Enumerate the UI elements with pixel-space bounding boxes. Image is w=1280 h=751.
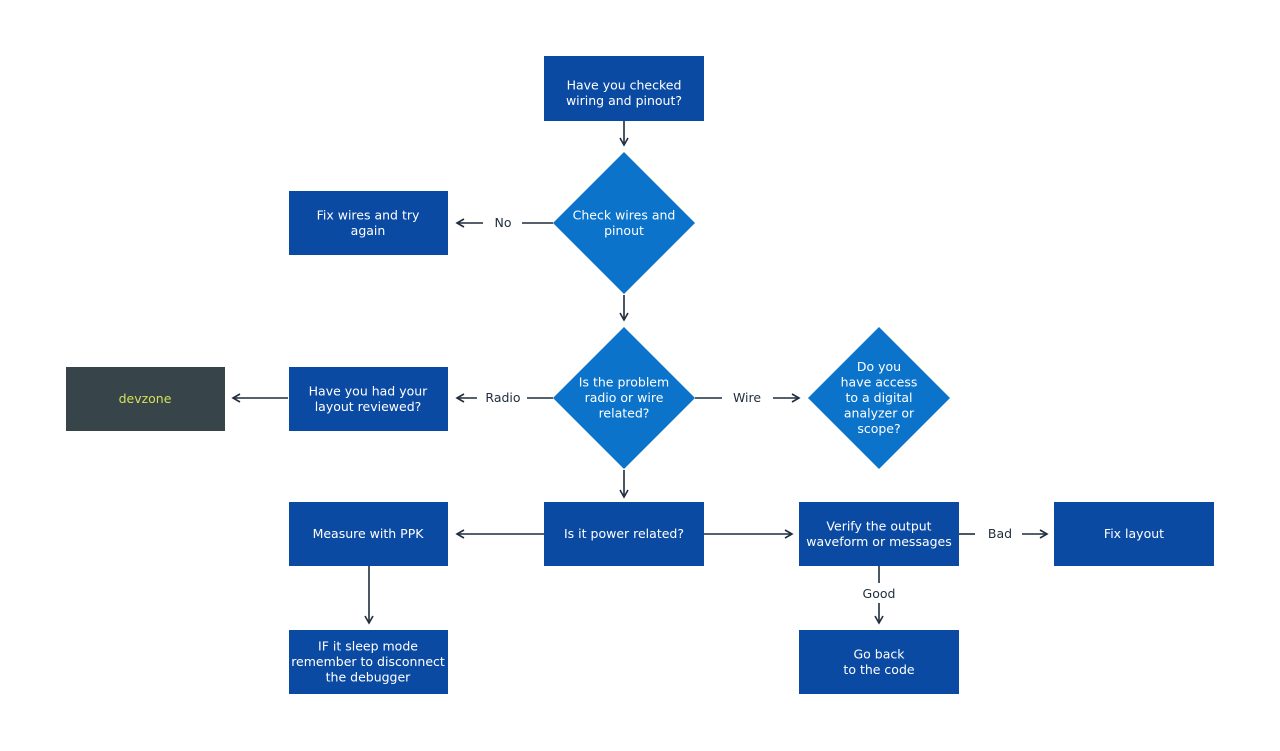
node-check-wires-diamond bbox=[553, 152, 695, 294]
node-sleep-mode-label-line: IF it sleep mode bbox=[318, 639, 418, 654]
node-verify-output-label-line: Verify the output bbox=[826, 518, 931, 533]
edge-label-bad: Bad bbox=[988, 526, 1012, 541]
node-layout-reviewed-label-line: layout reviewed? bbox=[315, 399, 422, 414]
node-sleep-mode-label-line: the debugger bbox=[326, 670, 412, 685]
node-measure-ppk-label: Measure with PPK bbox=[313, 526, 425, 541]
node-access-analyzer-label-line: to a digital bbox=[845, 390, 912, 405]
node-access-analyzer-label-line: have access bbox=[841, 375, 918, 390]
node-fix-wires-label-line: Fix wires and try bbox=[317, 207, 420, 222]
node-devzone-label: devzone bbox=[119, 391, 172, 406]
node-fix-layout-label: Fix layout bbox=[1104, 526, 1164, 541]
node-sleep-mode-label-line: remember to disconnect bbox=[291, 654, 445, 669]
node-check-wires-label-line: Check wires and bbox=[573, 207, 676, 222]
node-verify-output-label-line: waveform or messages bbox=[806, 534, 952, 549]
node-radio-or-wire-label-line: related? bbox=[599, 406, 650, 421]
node-power-related-label: Is it power related? bbox=[564, 526, 684, 541]
node-check-wires-label-line: pinout bbox=[604, 223, 644, 238]
edge-label-wire: Wire bbox=[733, 390, 761, 405]
node-radio-or-wire-diamond bbox=[553, 327, 695, 469]
node-checked-wiring-label-line: wiring and pinout? bbox=[566, 93, 682, 108]
node-sleep-mode bbox=[289, 630, 448, 694]
node-power-related-label-line: Is it power related? bbox=[564, 526, 684, 541]
node-checked-wiring-label-line: Have you checked bbox=[567, 77, 682, 92]
node-fix-layout-label-line: Fix layout bbox=[1104, 526, 1164, 541]
edge-label-radio: Radio bbox=[485, 390, 520, 405]
node-measure-ppk-label-line: Measure with PPK bbox=[313, 526, 425, 541]
node-fix-layout bbox=[1054, 502, 1214, 566]
node-devzone bbox=[66, 367, 225, 431]
node-fix-wires-label-line: again bbox=[351, 223, 386, 238]
node-go-back-label-line: Go back bbox=[853, 646, 905, 661]
node-radio-or-wire-label-line: Is the problem bbox=[579, 375, 669, 390]
node-measure-ppk bbox=[289, 502, 448, 566]
node-fix-wires bbox=[289, 191, 448, 255]
node-checked-wiring bbox=[544, 56, 704, 121]
node-power-related bbox=[544, 502, 704, 566]
node-layout-reviewed bbox=[289, 367, 448, 431]
node-access-analyzer-diamond bbox=[808, 327, 950, 469]
node-go-back-label-line: to the code bbox=[843, 662, 914, 677]
node-go-back bbox=[799, 630, 959, 694]
node-verify-output bbox=[799, 502, 959, 566]
node-devzone-label-line: devzone bbox=[119, 391, 172, 406]
node-radio-or-wire-label-line: radio or wire bbox=[585, 390, 664, 405]
node-access-analyzer-label-line: Do you bbox=[857, 359, 901, 374]
node-layout-reviewed-label-line: Have you had your bbox=[309, 383, 429, 398]
edge-label-no: No bbox=[495, 215, 512, 230]
edge-label-good: Good bbox=[863, 586, 896, 601]
node-access-analyzer-label-line: analyzer or bbox=[844, 406, 915, 421]
node-access-analyzer-label-line: scope? bbox=[857, 421, 900, 436]
